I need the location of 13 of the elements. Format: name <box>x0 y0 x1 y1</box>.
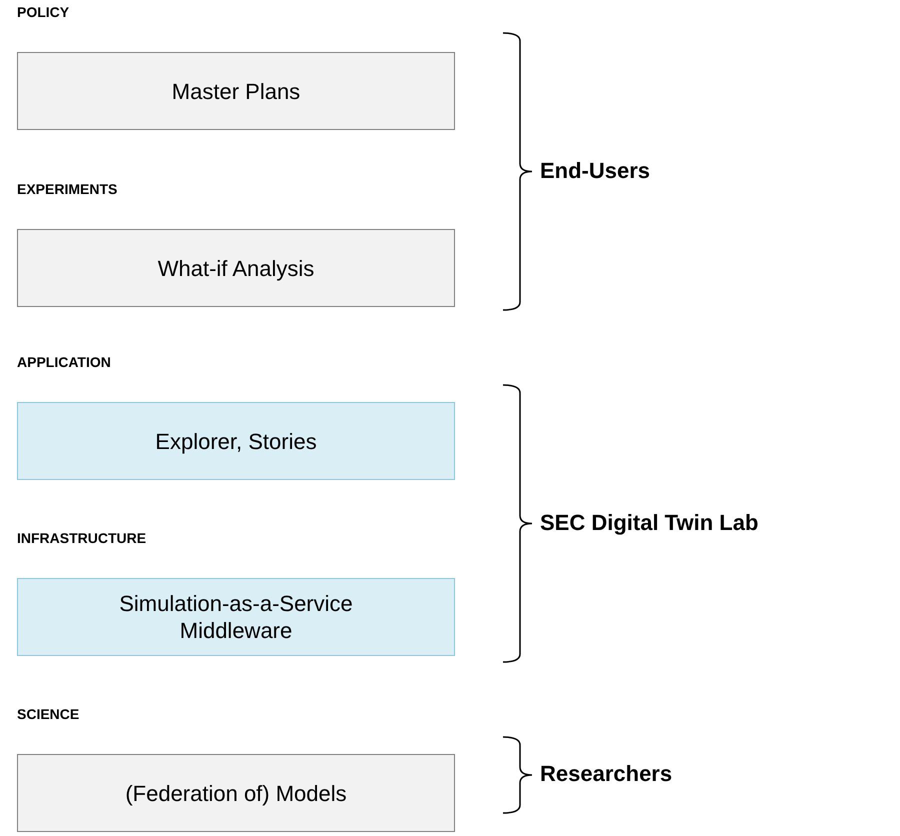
layer-heading: SCIENCE <box>17 706 80 722</box>
group-label: SEC Digital Twin Lab <box>540 510 758 536</box>
layer-title: Explorer, Stories <box>155 428 317 454</box>
layer-title: What-if Analysis <box>158 254 314 282</box>
layer-title: (Federation of) Models <box>125 780 347 806</box>
group-label: Researchers <box>540 761 672 787</box>
group-label: End-Users <box>540 158 650 184</box>
layer-heading: EXPERIMENTS <box>17 181 118 197</box>
layer-title: Master Plans <box>172 78 300 104</box>
layer-heading: POLICY <box>17 4 70 20</box>
layer-heading: APPLICATION <box>17 354 111 370</box>
layer-title: Simulation-as-a-Service Middleware <box>118 590 354 644</box>
layer-heading: INFRASTRUCTURE <box>17 530 146 546</box>
